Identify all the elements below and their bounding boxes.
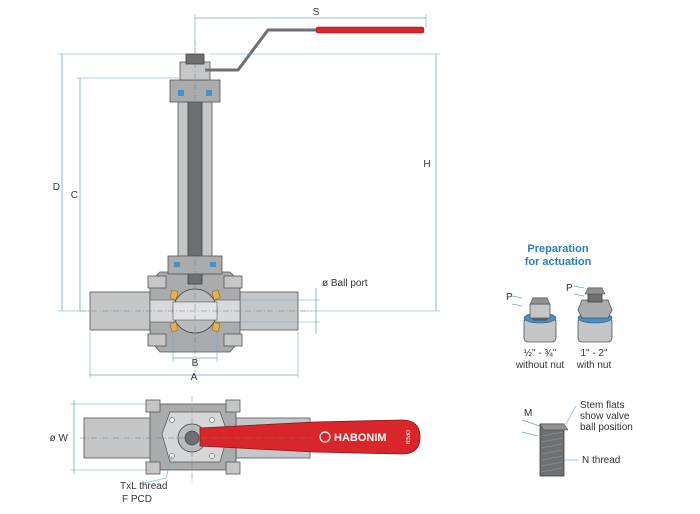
seat-right [211, 289, 221, 301]
small-desc: without nut [515, 360, 565, 371]
txl-thread-label: TxL thread [120, 481, 167, 492]
dim-d: D [53, 182, 60, 193]
seat-right-bottom [211, 321, 221, 333]
prep-title-1: Preparation [527, 243, 588, 255]
dim-h: H [423, 159, 430, 170]
dim-m: M [524, 408, 532, 419]
top-body-lug-bl [145, 461, 161, 475]
dim-p-right: P [566, 283, 573, 294]
body-flange-right [223, 275, 243, 289]
handle-grip [315, 26, 425, 34]
bolt-hole-1 [169, 417, 175, 423]
stem-flats-label-2: show valve [580, 411, 630, 422]
handle-open-mark: OPEN [404, 430, 410, 445]
front-section-view [80, 26, 425, 372]
seal-right [206, 90, 212, 96]
bolt-hole-2 [209, 417, 215, 423]
stem-flats-label-1: Stem flats [580, 400, 624, 411]
handle-lever [205, 28, 318, 72]
top-dimensions: ø W TxL thread F PCD [50, 400, 173, 505]
handle-brand: HABONIM [334, 432, 387, 444]
top-view: HABONIM OPEN [80, 396, 421, 482]
stem-flats-detail: M Stem flats show valve ball position N … [521, 400, 633, 477]
dim-s: S [313, 7, 320, 18]
preparation-panel: Preparation for actuation P ½" - ¾" with… [506, 243, 613, 371]
dim-p-left: P [506, 292, 513, 303]
top-handle [199, 419, 421, 455]
body-flange-bottom-right [223, 333, 243, 347]
seal-left [178, 90, 184, 96]
seal-lower-left [174, 262, 180, 267]
dim-b: B [192, 358, 199, 369]
large-desc: with nut [576, 360, 612, 371]
body-flange-bottom-left [147, 333, 167, 347]
dim-c: C [71, 190, 78, 201]
front-dimensions: S H D C ø Ball port B A [53, 7, 440, 383]
body-flange-left [147, 275, 167, 289]
large-size: 1" - 2" [580, 348, 608, 359]
dim-a: A [191, 372, 198, 383]
top-body-lug-tl [145, 399, 161, 413]
stem-small: P [506, 292, 557, 343]
n-thread-label: N thread [582, 455, 620, 466]
habonim-logo-mark [319, 431, 331, 443]
seat-left [169, 289, 179, 301]
ball-port-label: ø Ball port [322, 278, 368, 289]
top-body-lug-br [225, 461, 241, 475]
top-body-lug-tr [225, 399, 241, 413]
stem-flats-label-3: ball position [580, 422, 633, 433]
seal-lower-right [210, 262, 216, 267]
small-size: ½" - ¾" [524, 348, 557, 359]
seat-left-bottom [169, 321, 179, 333]
bolt-hole-4 [209, 453, 215, 459]
stem-large: P [566, 283, 613, 343]
dim-w: ø W [50, 433, 69, 444]
prep-title-2: for actuation [525, 256, 592, 268]
f-pcd-label: F PCD [122, 494, 152, 505]
